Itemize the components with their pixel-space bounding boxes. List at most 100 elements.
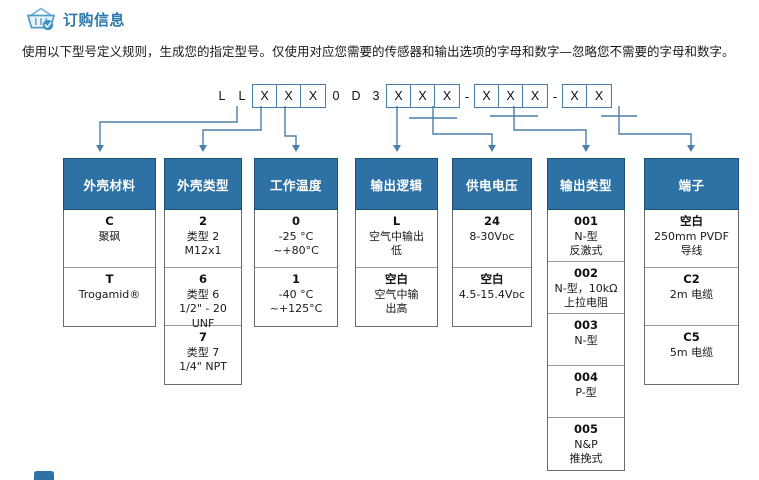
intro-description: 使用以下型号定义规则，生成您的指定型号。仅使用对应您需要的传感器和输出选项的字母… <box>22 44 735 59</box>
option-code: 002 <box>573 266 598 280</box>
option-description: N-型反激式 <box>569 229 603 258</box>
option-code: T <box>105 272 114 286</box>
code-box[interactable]: X <box>442 89 452 103</box>
code-fixed-char: 3 <box>372 89 380 103</box>
option-code: C2 <box>683 272 700 286</box>
code-group-output-logic[interactable]: X X X <box>386 84 460 108</box>
option-code: 2 <box>198 214 207 228</box>
page-title: 订购信息 <box>63 10 126 29</box>
code-box[interactable]: X <box>277 85 301 107</box>
option-description: 4.5-15.4Vᴅᴄ <box>458 287 526 301</box>
code-box[interactable]: X <box>563 85 587 107</box>
code-box[interactable]: X <box>499 85 523 107</box>
option-description: 空气中输出高 <box>374 287 419 316</box>
column-header-output-type: 输出类型 <box>547 158 625 210</box>
option-description: 聚砜 <box>98 229 121 243</box>
option-description: 8-30Vᴅᴄ <box>469 229 515 243</box>
option-description: -40 °C~+125°C <box>269 287 323 316</box>
code-group-termination[interactable]: X X <box>562 84 612 108</box>
code-box[interactable]: X <box>411 85 435 107</box>
option-row[interactable]: 空白空气中输出高 <box>356 268 437 326</box>
option-description: -25 °C~+80°C <box>273 229 319 258</box>
option-code: 1 <box>291 272 300 286</box>
code-box[interactable]: X <box>308 89 318 103</box>
code-group-housing[interactable]: X X X <box>252 84 326 108</box>
code-box[interactable]: X <box>530 89 540 103</box>
option-description: 2m 电缆 <box>669 287 714 301</box>
connector-lines <box>96 106 695 152</box>
next-section-icon-partial <box>34 471 54 480</box>
column-header-supply-voltage: 供电电压 <box>452 158 532 210</box>
code-box[interactable]: X <box>253 85 277 107</box>
option-code: 24 <box>483 214 500 228</box>
option-code: L <box>392 214 401 228</box>
option-description: P-型 <box>575 385 597 399</box>
option-description: Trogamid® <box>78 287 141 301</box>
option-code: 005 <box>573 422 598 436</box>
model-code-row: L L X X X 0 D 3 X X X - X X X - X X <box>212 84 612 108</box>
option-row[interactable]: 1-40 °C~+125°C <box>255 268 337 326</box>
option-code: 004 <box>573 370 598 384</box>
code-separator-dash: - <box>464 88 470 104</box>
column-header-output-logic: 输出逻辑 <box>355 158 438 210</box>
code-box[interactable]: X <box>387 85 411 107</box>
option-code: 空白 <box>480 272 504 286</box>
option-description: 空气中输出低 <box>369 229 424 258</box>
code-fixed-char: 0 <box>332 89 340 103</box>
code-fixed-char: D <box>351 89 361 103</box>
code-box[interactable]: X <box>475 85 499 107</box>
code-prefix-char: L <box>218 89 226 103</box>
column-header-housing-material: 外壳材料 <box>63 158 156 210</box>
column-header-termination: 端子 <box>644 158 739 210</box>
option-description: N-型 <box>574 333 598 347</box>
column-header-housing-type: 外壳类型 <box>164 158 242 210</box>
option-code: 空白 <box>385 272 408 286</box>
option-code: 空白 <box>680 214 703 228</box>
option-code: C <box>105 214 114 228</box>
code-box[interactable]: X <box>594 89 604 103</box>
code-prefix-char: L <box>238 89 246 103</box>
option-row[interactable]: 0-25 °C~+80°C <box>255 210 337 268</box>
code-separator-dash: - <box>552 88 558 104</box>
option-code: 6 <box>198 272 207 286</box>
shopping-basket-check-icon <box>26 6 56 32</box>
section-header: 订购信息 <box>26 6 125 32</box>
code-group-output-type[interactable]: X X X <box>474 84 548 108</box>
option-code: 003 <box>573 318 598 332</box>
